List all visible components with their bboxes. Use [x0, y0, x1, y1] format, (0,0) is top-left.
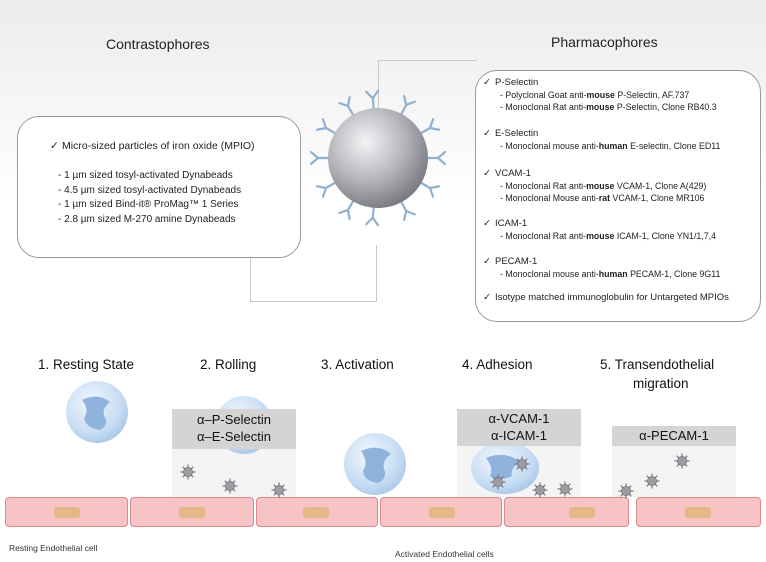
pharmacophore-antibody: - Monoclonal Rat anti-mouse P-Selectin, … [500, 102, 717, 112]
endothelial-cell-rolling [130, 497, 254, 527]
leukocyte-activation [344, 433, 406, 495]
mpio-bead-icon [674, 453, 690, 469]
check-icon: ✓ [483, 77, 491, 88]
migration-antibody-pecam: α-PECAM-1 [639, 428, 709, 443]
pharmacophore-antibody: - Monoclonal mouse anti-human E-selectin… [500, 141, 721, 151]
endothelial-cell-activation [256, 497, 378, 527]
nucleus [54, 507, 80, 518]
nucleus [569, 507, 595, 518]
pharmacophore-group-name: ✓VCAM-1 [483, 168, 531, 179]
mpio-bead-icon [490, 474, 506, 490]
mpio-item: - 1 µm sized Bind-it® ProMag™ 1 Series [58, 199, 239, 210]
stage-label-rolling: 2. Rolling [200, 357, 257, 372]
mpio-bead-icon [222, 478, 238, 494]
pharmacophore-antibody: - Polyclonal Goat anti-mouse P-Selectin,… [500, 90, 690, 100]
stage-label-migration-2: migration [633, 376, 689, 391]
mpio-bead-icon [618, 483, 634, 499]
connector-bottom [250, 245, 377, 302]
leukocyte-adhesion [471, 442, 539, 494]
endothelial-cell-migration [636, 497, 761, 527]
nucleus [685, 507, 711, 518]
endothelial-cell-resting [5, 497, 128, 527]
check-icon: ✓ [483, 292, 491, 303]
nucleus [303, 507, 329, 518]
mpio-bead-icon [271, 482, 287, 498]
mpio-core [328, 108, 428, 208]
mpio-bead-icon [557, 481, 573, 497]
pharmacophore-isotype: ✓Isotype matched immunoglobulin for Unta… [483, 292, 729, 303]
stage-label-activation: 3. Activation [321, 357, 394, 372]
mpio-item: - 2.8 µm sized M-270 amine Dynabeads [58, 213, 236, 225]
rolling-antibody-box: α–P-Selectin α–E-Selectin [172, 409, 296, 449]
mpio-bead-icon [644, 473, 660, 489]
pharmacophore-antibody: - Monoclonal mouse anti-human PECAM-1, C… [500, 269, 721, 279]
endothelium [0, 497, 766, 529]
adhesion-antibody-box: α-VCAM-1 α-ICAM-1 [457, 409, 581, 446]
pharmacophore-group-name: ✓PECAM-1 [483, 256, 538, 267]
rolling-antibody-e: α–E-Selectin [197, 429, 271, 444]
mpio-item: - 4.5 µm sized tosyl-activated Dynabeads [58, 184, 242, 196]
pharmacophore-antibody: - Monoclonal Rat anti-mouse VCAM-1, Clon… [500, 181, 707, 191]
mpio-bead-icon [514, 456, 530, 472]
rolling-antibody-p: α–P-Selectin [197, 412, 271, 427]
stage-label-resting: 1. Resting State [38, 357, 135, 372]
contrastophores-title: Contrastophores [106, 36, 210, 52]
check-icon: ✓ [483, 128, 491, 139]
migration-antibody-box: α-PECAM-1 [612, 426, 736, 446]
pharmacophores-box [475, 70, 761, 322]
pharmacophore-antibody: - Monoclonal Mouse anti-rat VCAM-1, Clon… [500, 193, 705, 203]
pharmacophore-group-name: ✓P-Selectin [483, 77, 539, 88]
check-icon: ✓ [483, 218, 491, 229]
contrastophores-box [17, 116, 301, 258]
mpio-item: - 1 µm sized tosyl-activated Dynabeads [58, 170, 233, 181]
leukocyte-resting [66, 381, 128, 443]
check-icon: ✓ [483, 256, 491, 267]
footer-resting-label: Resting Endothelial cell [9, 543, 98, 553]
adhesion-antibody-vcam: α-VCAM-1 [488, 411, 550, 426]
nucleus [429, 507, 455, 518]
adhesion-antibody-icam: α-ICAM-1 [491, 428, 547, 443]
pharmacophore-antibody: - Monoclonal Rat anti-mouse ICAM-1, Clon… [500, 231, 716, 241]
mpio-header-text: Micro-sized particles of iron oxide (MPI… [62, 140, 255, 152]
migration-halo [612, 444, 736, 497]
endothelial-cell-adhesion-a [380, 497, 502, 527]
endothelial-cell-adhesion-b [504, 497, 629, 527]
mpio-header: ✓Micro-sized particles of iron oxide (MP… [50, 140, 255, 152]
mpio-bead-icon [532, 482, 548, 498]
pharmacophores-title: Pharmacophores [551, 34, 658, 50]
pharmacophore-group-name: ✓E-Selectin [483, 128, 539, 139]
check-icon: ✓ [50, 140, 59, 152]
check-icon: ✓ [483, 168, 491, 179]
stage-label-adhesion: 4. Adhesion [462, 357, 533, 372]
footer-activated-label: Activated Endothelial cells [395, 549, 494, 559]
nucleus [179, 507, 205, 518]
pharmacophore-group-name: ✓ICAM-1 [483, 218, 528, 229]
mpio-bead-icon [180, 464, 196, 480]
connector-top [378, 60, 477, 116]
stage-label-migration: 5. Transendothelial [600, 357, 715, 372]
